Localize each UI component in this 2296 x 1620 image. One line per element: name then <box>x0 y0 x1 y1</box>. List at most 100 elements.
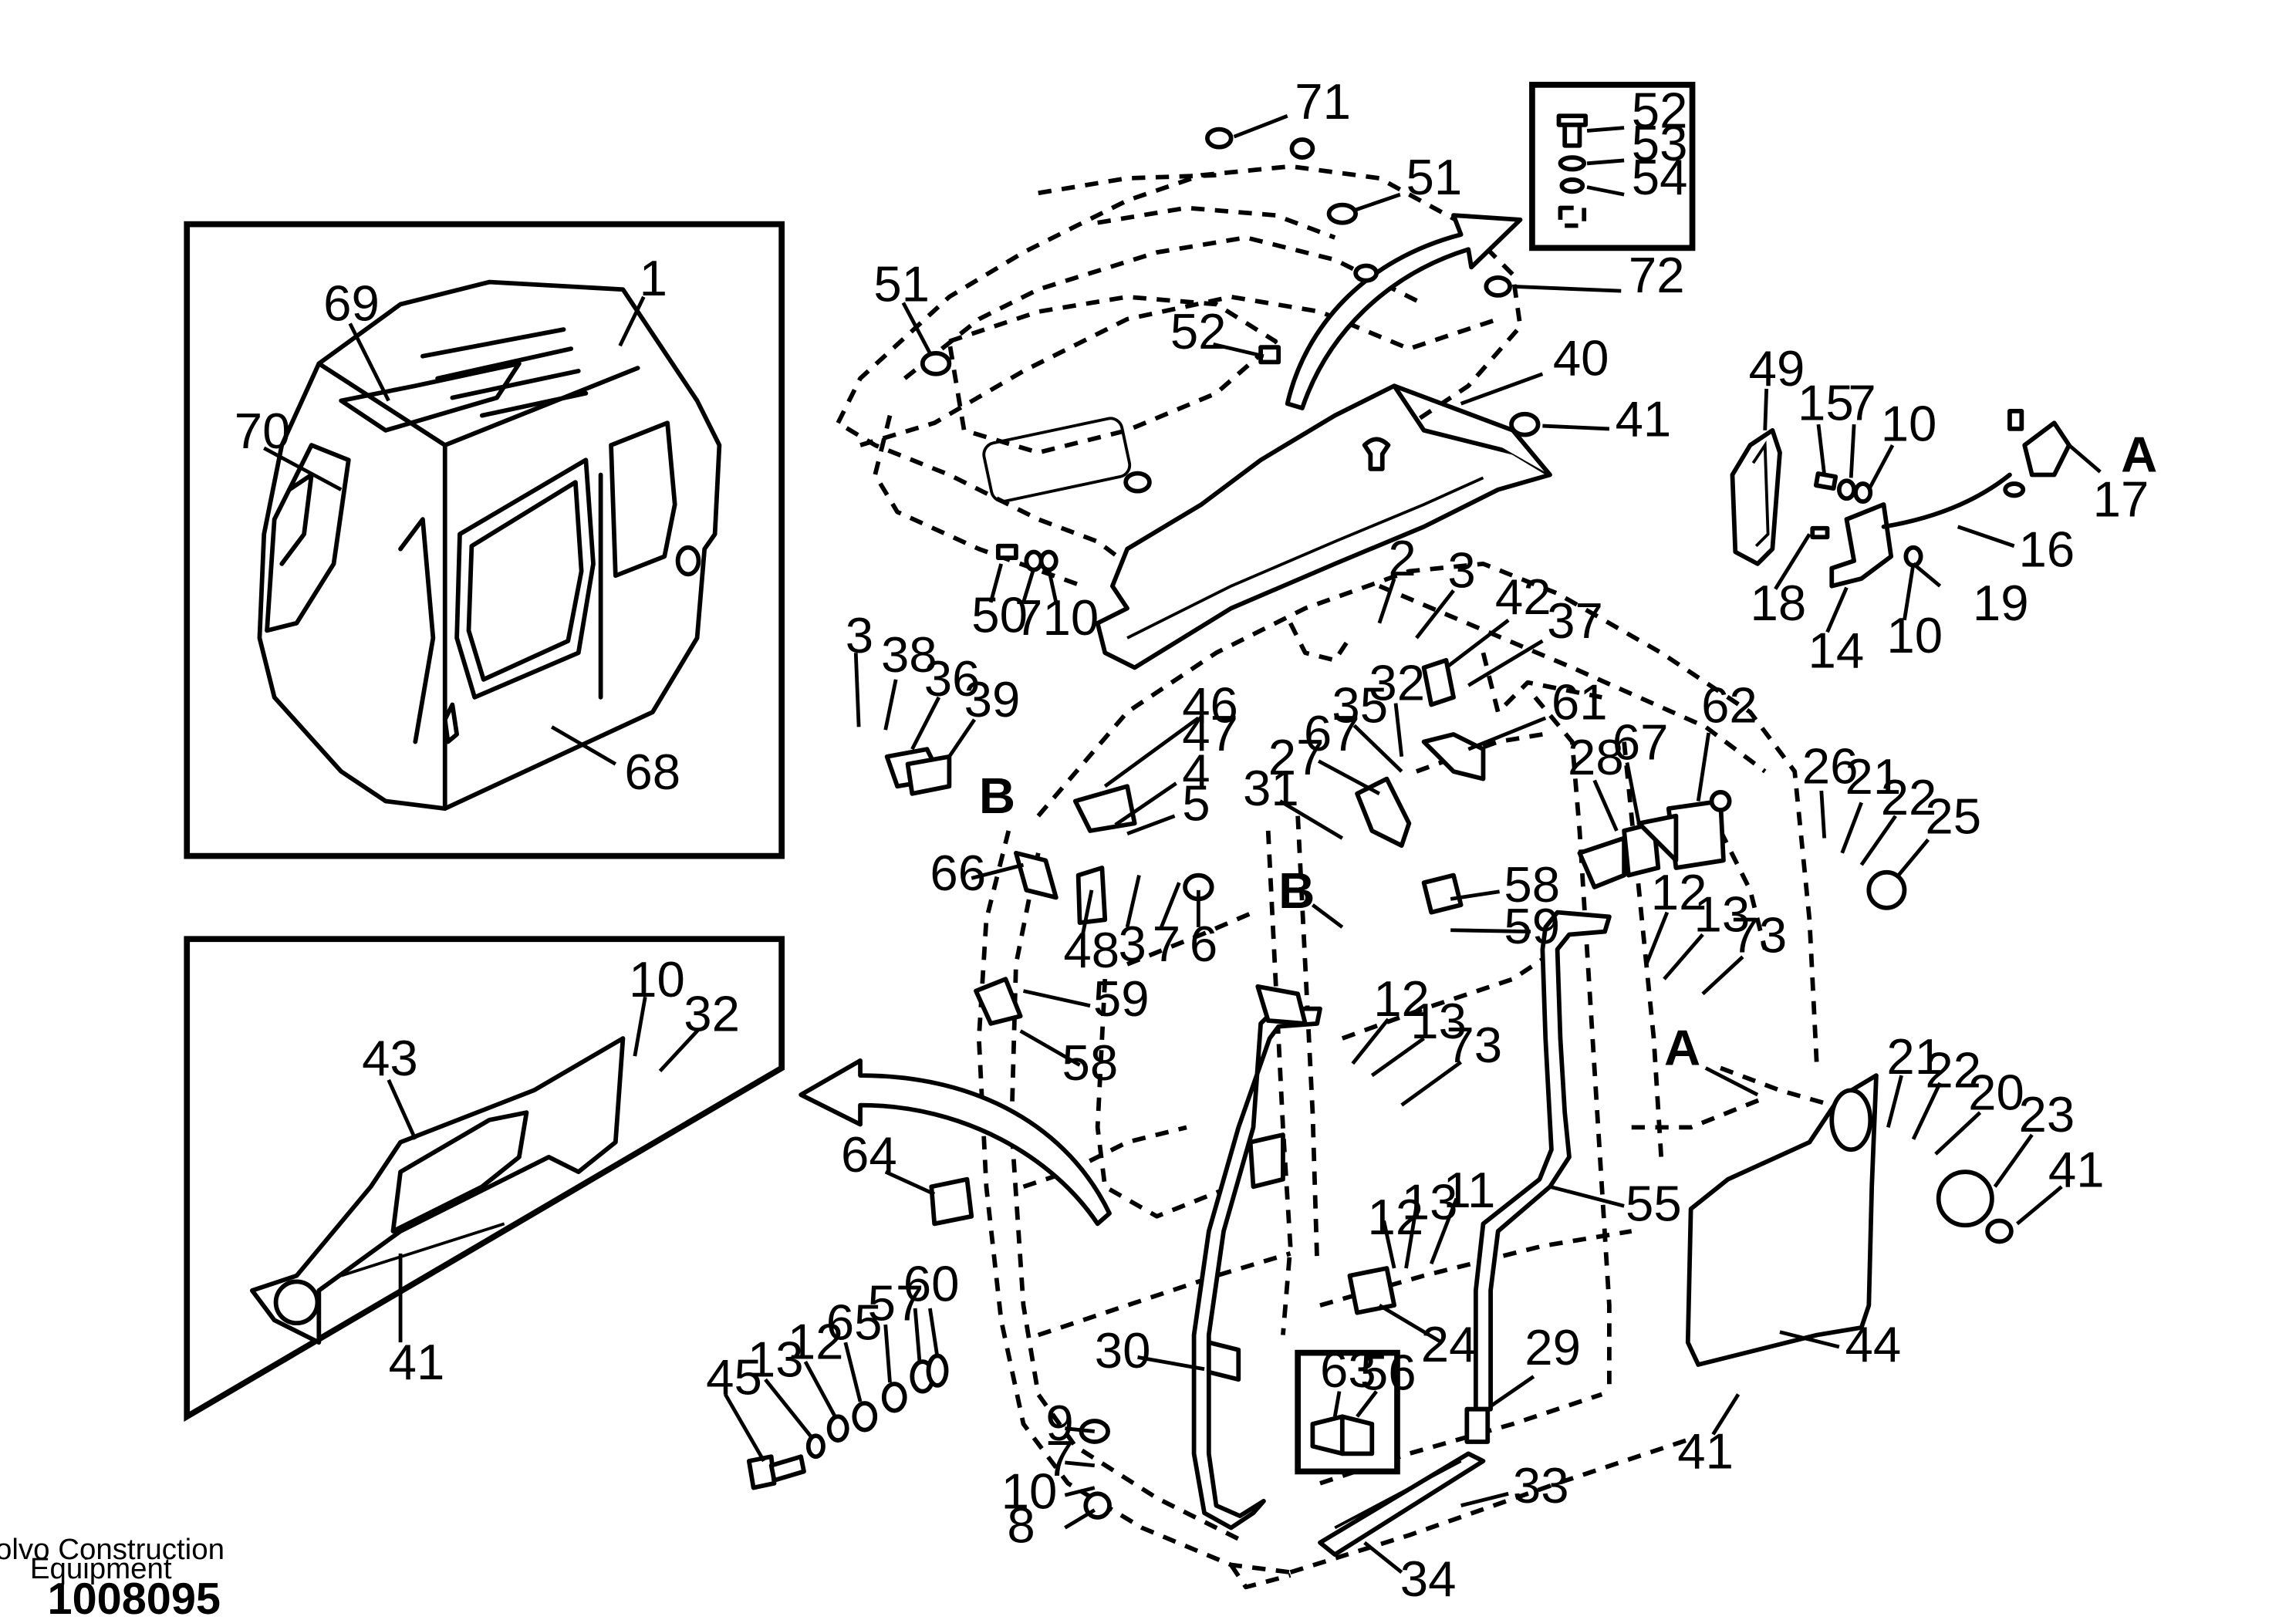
callout-15: 15 <box>1798 374 1854 430</box>
callout-13: 13 <box>1402 1174 1458 1230</box>
callout-70: 70 <box>235 403 291 459</box>
callout-24: 24 <box>1421 1316 1477 1372</box>
callout-14: 14 <box>1808 622 1865 678</box>
callout-59: 59 <box>1504 898 1560 954</box>
callout-12: 12 <box>1373 970 1430 1027</box>
callout-69: 69 <box>323 275 380 332</box>
callout-59: 59 <box>1093 970 1150 1027</box>
callout-60: 60 <box>903 1255 960 1311</box>
callout-31: 31 <box>1243 760 1299 816</box>
callout-32: 32 <box>1369 655 1425 711</box>
callout-5: 5 <box>1182 775 1210 831</box>
callout-45: 45 <box>706 1348 762 1405</box>
reference-B: B <box>1278 862 1315 919</box>
callout-7: 7 <box>1015 589 1042 646</box>
callout-30: 30 <box>1095 1322 1151 1379</box>
callout-10: 10 <box>1043 589 1099 646</box>
callout-71: 71 <box>1295 73 1351 130</box>
callout-65: 65 <box>826 1294 883 1350</box>
callout-28: 28 <box>1568 729 1624 785</box>
callout-16: 16 <box>2018 521 2075 578</box>
callout-66: 66 <box>930 845 986 901</box>
callout-38: 38 <box>881 626 937 683</box>
callout-52: 52 <box>1170 303 1227 359</box>
callout-35: 35 <box>1332 677 1388 734</box>
document-number: 1008095 <box>48 1574 221 1620</box>
callout-9: 9 <box>1045 1395 1073 1451</box>
callout-7: 7 <box>1848 374 1876 430</box>
callout-52: 52 <box>1632 83 1688 139</box>
callout-7: 7 <box>1045 1430 1073 1487</box>
callout-43: 43 <box>362 1030 418 1086</box>
callout-22: 22 <box>1881 769 1937 825</box>
callout-73: 73 <box>1446 1017 1502 1073</box>
callout-62: 62 <box>1701 677 1757 734</box>
callout-61: 61 <box>1551 674 1608 731</box>
callout-72: 72 <box>1629 247 1685 303</box>
callout-13: 13 <box>748 1331 804 1387</box>
hinges-brackets <box>884 657 1907 1520</box>
callout-10: 10 <box>1881 395 1937 451</box>
reference-A: A <box>2121 427 2157 483</box>
roof-bolt-detail-box <box>1529 82 1696 251</box>
callout-7: 7 <box>1153 916 1180 972</box>
callout-21: 21 <box>1886 1028 1943 1085</box>
callout-numbers: 71 52 53 54 51 51 72 52 40 41 50 7 10 49… <box>235 73 2158 1607</box>
callout-10: 10 <box>629 951 685 1007</box>
callout-73: 73 <box>1731 907 1788 964</box>
callout-11: 11 <box>1443 1162 1496 1218</box>
callout-51: 51 <box>1406 149 1463 205</box>
callout-58: 58 <box>1062 1034 1118 1091</box>
callout-25: 25 <box>1925 788 1981 845</box>
callout-51: 51 <box>873 256 930 312</box>
callout-41: 41 <box>2048 1141 2105 1197</box>
callout-56: 56 <box>1360 1345 1416 1401</box>
callout-27: 27 <box>1268 729 1325 785</box>
callout-49: 49 <box>1749 340 1805 397</box>
callout-26: 26 <box>1802 737 1859 794</box>
callout-41: 41 <box>389 1334 445 1390</box>
callout-3: 3 <box>846 607 873 663</box>
callout-36: 36 <box>924 650 981 707</box>
callout-41: 41 <box>1677 1423 1734 1480</box>
callout-44: 44 <box>1845 1316 1902 1372</box>
callout-3: 3 <box>1447 542 1475 599</box>
callout-13: 13 <box>1410 993 1467 1049</box>
callout-37: 37 <box>1547 592 1603 649</box>
callout-22: 22 <box>1925 1042 1981 1099</box>
door-detail-arrow <box>799 1058 1112 1227</box>
publisher-line-2: Equipment <box>30 1552 172 1585</box>
callout-55: 55 <box>1626 1176 1682 1232</box>
side-cover-plate <box>1685 1073 1879 1367</box>
callout-32: 32 <box>684 985 740 1041</box>
callout-8: 8 <box>1007 1497 1035 1554</box>
callout-58: 58 <box>1504 856 1560 913</box>
callout-57: 57 <box>868 1274 924 1331</box>
callout-6: 6 <box>1190 916 1217 972</box>
callout-46: 46 <box>1182 677 1238 734</box>
callout-12: 12 <box>788 1313 844 1369</box>
callout-23: 23 <box>2018 1086 2075 1142</box>
reference-A: A <box>1664 1020 1700 1076</box>
door-panel-inset <box>184 936 785 1423</box>
callout-42: 42 <box>1495 569 1551 625</box>
callout-1: 1 <box>640 250 667 306</box>
callout-63: 63 <box>1320 1342 1376 1398</box>
assist-handrail <box>1473 910 1612 1412</box>
detail-box-63-56 <box>1295 1349 1400 1475</box>
reference-B: B <box>979 768 1015 824</box>
cab-overview-inset <box>184 221 785 859</box>
callout-17: 17 <box>2093 471 2149 527</box>
callout-67: 67 <box>1612 714 1669 771</box>
callout-12: 12 <box>1368 1189 1424 1245</box>
roof-panel <box>836 164 1552 670</box>
callout-34: 34 <box>1400 1551 1457 1607</box>
callout-33: 33 <box>1513 1457 1569 1514</box>
callout-39: 39 <box>964 671 1021 727</box>
door-latch-cable-assembly <box>1730 408 2071 589</box>
callout-29: 29 <box>1524 1319 1581 1375</box>
callout-41: 41 <box>1616 391 1672 447</box>
callout-10: 10 <box>1886 607 1943 663</box>
callout-2: 2 <box>1388 530 1416 586</box>
callout-48: 48 <box>1063 922 1119 978</box>
